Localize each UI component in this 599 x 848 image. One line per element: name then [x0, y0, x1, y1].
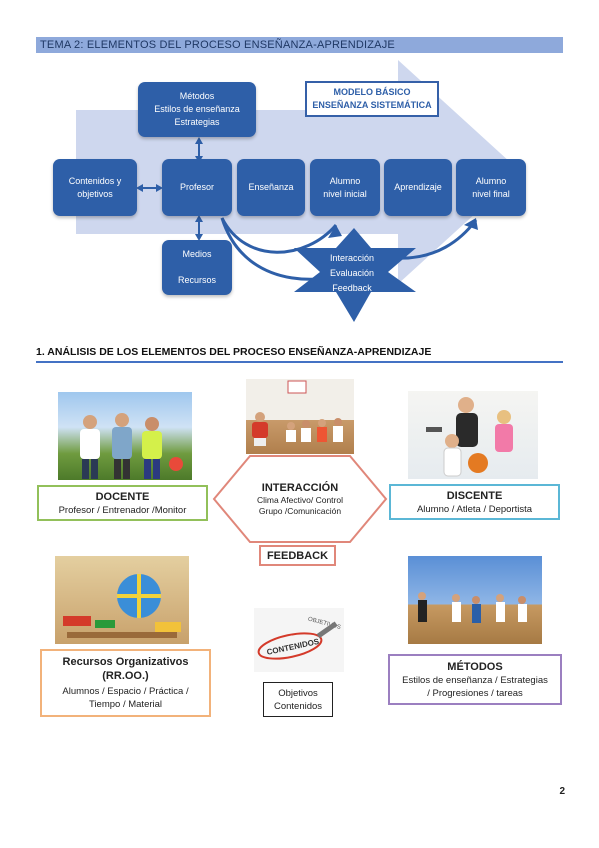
interaction-star	[294, 228, 416, 322]
adult-figure	[456, 397, 478, 447]
medios-text: Medios Recursos	[177, 249, 216, 285]
metodos-text: Estilos de enseñanza / Estrategias / Pro…	[402, 674, 548, 699]
alumno-inicial-box: Alumno nivel inicial	[310, 159, 380, 216]
model-title-box: MODELO BÁSICO ENSEÑANZA SISTEMÁTICA	[305, 81, 439, 117]
curve-arrow-1	[220, 217, 338, 254]
alumno-final-text: Alumno nivel final	[472, 175, 510, 199]
aprendizaje-text: Aprendizaje	[394, 182, 442, 192]
interaccion-title: INTERACCIÓN	[261, 482, 339, 494]
feedback-title: FEEDBACK	[266, 549, 329, 562]
metodos-box: Métodos Estilos de enseñanza Estrategias	[138, 82, 256, 137]
page-number: 2	[559, 786, 565, 797]
docente-text: Profesor / Entrenador /Monitor	[58, 504, 187, 516]
coach-figure	[252, 412, 268, 446]
page-header: TEMA 2: ELEMENTOS DEL PROCESO ENSEÑANZA-…	[36, 37, 563, 53]
docente-photo	[58, 392, 192, 480]
recursos-photo	[55, 556, 189, 644]
girl-figure	[495, 410, 513, 452]
interaccion-text: Clima Afectivo/ Control Grupo /Comunicac…	[257, 495, 343, 516]
metodos-label: MÉTODOS Estilos de enseñanza / Estrategi…	[388, 654, 562, 705]
profesor-box: Profesor	[162, 159, 232, 216]
player-figures	[418, 592, 527, 623]
interaccion-star-text: Interacción Evaluación Feedback	[329, 253, 375, 293]
interaction-hexagon	[212, 455, 388, 543]
metodos-text: Métodos Estilos de enseñanza Estrategias	[154, 91, 240, 127]
alumno-final-box: Alumno nivel final	[456, 159, 526, 216]
contenidos-photo: CONTENIDOS OBJETIVOS	[254, 608, 344, 672]
boy-figure	[443, 434, 462, 477]
recursos-title: Recursos Organizativos (RR.OO.)	[62, 656, 189, 682]
basket-hoop-icon	[287, 380, 307, 394]
teacher-figure-2	[112, 413, 132, 479]
section-title: 1. ANÁLISIS DE LOS ELEMENTOS DEL PROCESO…	[36, 346, 432, 358]
ensenanza-text: Enseñanza	[248, 182, 294, 192]
basketball-icon	[468, 453, 488, 473]
feedback-label: FEEDBACK	[259, 545, 336, 566]
profesor-text: Profesor	[179, 182, 214, 192]
recursos-text: Alumnos / Espacio / Práctica / Tiempo / …	[62, 686, 189, 710]
aprendizaje-box: Aprendizaje	[384, 159, 452, 216]
objetivos-label: Objetivos Contenidos	[263, 682, 333, 717]
interaccion-label: INTERACCIÓN Clima Afectivo/ Control Grup…	[240, 481, 360, 517]
discente-photo	[408, 391, 538, 479]
contenidos-text: Contenidos y objetivos	[68, 175, 122, 199]
discente-title: DISCENTE	[446, 489, 503, 502]
objetivos-text: Objetivos Contenidos	[273, 687, 323, 712]
discente-label: DISCENTE Alumno / Atleta / Deportista	[389, 484, 560, 520]
medios-box: Medios Recursos	[162, 240, 232, 295]
ensenanza-box: Enseñanza	[237, 159, 305, 216]
discente-text: Alumno / Atleta / Deportista	[416, 503, 533, 515]
teacher-figure-3	[142, 417, 162, 479]
metodos-photo	[408, 556, 542, 644]
docente-title: DOCENTE	[95, 490, 150, 503]
interaction-photo	[246, 379, 354, 454]
docente-label: DOCENTE Profesor / Entrenador /Monitor	[37, 485, 208, 521]
section-divider	[36, 361, 563, 363]
pen-icon	[316, 621, 338, 639]
dumbbell-icon	[426, 427, 442, 432]
recursos-label: Recursos Organizativos (RR.OO.) Alumnos …	[40, 649, 211, 717]
contenidos-box: Contenidos y objetivos	[53, 159, 137, 216]
metodos-title: MÉTODOS	[447, 660, 503, 673]
model-title-text: MODELO BÁSICO ENSEÑANZA SISTEMÁTICA	[312, 87, 432, 110]
teacher-figure-1	[80, 415, 100, 479]
alumno-inicial-text: Alumno nivel inicial	[323, 175, 367, 199]
